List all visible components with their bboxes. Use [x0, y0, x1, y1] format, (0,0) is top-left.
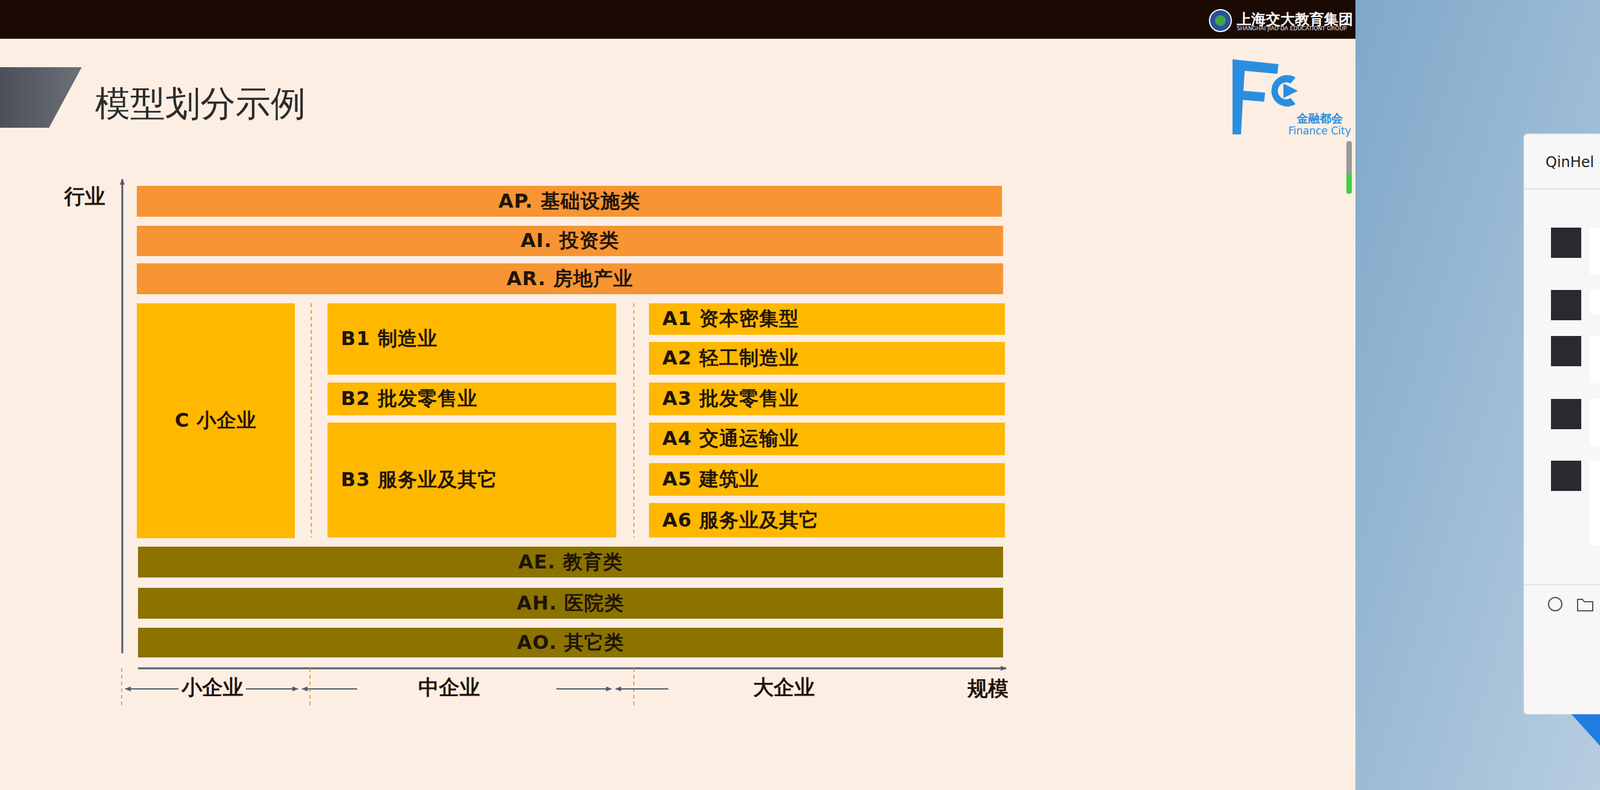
node-label: A6 服务业及其它 [662, 507, 820, 534]
segment-box: B1 制造业 [327, 303, 617, 375]
node-label: B1 制造业 [340, 325, 438, 353]
segment-box: A3 批发零售业 [648, 382, 1005, 416]
segment-box: A2 轻工制造业 [648, 342, 1005, 375]
folder-icon [1577, 599, 1593, 611]
logo-emblem [1209, 9, 1232, 32]
chat-divider [1523, 584, 1600, 586]
chat-panel [1523, 133, 1600, 715]
axis-label: 规模 [964, 677, 1011, 700]
industry-band: AE. 教育类 [138, 546, 1004, 578]
node-label: AR. 房地产业 [506, 265, 634, 293]
logo-emblem-core [1214, 15, 1226, 27]
node-label: A4 交通运输业 [662, 425, 800, 453]
segment-box: B2 批发零售业 [327, 382, 617, 416]
title-tab [0, 67, 82, 128]
scrollbar-mark [1346, 173, 1352, 194]
node-label: AE. 教育类 [518, 549, 623, 576]
node-label: AP. 基础设施类 [498, 188, 641, 215]
node-label: A1 资本密集型 [662, 305, 800, 333]
axes [122, 179, 1007, 669]
node-label: B3 服务业及其它 [340, 466, 498, 494]
segment-box: A1 资本密集型 [648, 303, 1005, 335]
chat-avatars [1550, 227, 1582, 491]
industry-band: AP. 基础设施类 [136, 185, 1002, 217]
chat-title: QinHel [1545, 154, 1594, 171]
chat-bubbles [1589, 227, 1600, 546]
slide-title: 模型划分示例 [95, 84, 306, 124]
fc-logo [1232, 59, 1298, 135]
segment-box: A4 交通运输业 [648, 422, 1005, 456]
emoji-icon [1548, 597, 1562, 611]
node-label: A5 建筑业 [662, 466, 760, 493]
segment-box: B3 服务业及其它 [327, 422, 617, 538]
top-bar [0, 0, 1356, 39]
logo-text: 金融都会 [1296, 111, 1343, 125]
axis-label: 行业 [61, 185, 108, 208]
node-label: B2 批发零售业 [340, 385, 478, 413]
node-label: A2 轻工制造业 [662, 345, 800, 372]
segment-box: A6 服务业及其它 [648, 503, 1005, 538]
industry-band: AR. 房地产业 [136, 263, 1004, 295]
corner-mark [1571, 714, 1600, 746]
node-label: A3 批发零售业 [662, 385, 800, 413]
node-label: AO. 其它类 [516, 629, 625, 657]
scale-label: 大企业 [750, 676, 818, 699]
segment-box: A5 建筑业 [648, 463, 1005, 496]
node-label: AI. 投资类 [520, 227, 620, 255]
node-label: C 小企业 [174, 407, 258, 435]
logo-text: Finance City [1288, 125, 1352, 137]
segment-box: C 小企业 [136, 303, 295, 539]
scale-label: 小企业 [179, 676, 246, 699]
scale-label: 中企业 [415, 676, 483, 699]
node-label: AH. 医院类 [516, 590, 625, 617]
brand-subtitle: SHANGHAI JIAO DA EDUCATIONT GROUP [1236, 26, 1347, 33]
chat-divider [1523, 188, 1600, 190]
industry-band: AI. 投资类 [136, 225, 1004, 257]
brand-name: 上海交大教育集团 [1236, 11, 1354, 28]
scrollbar [1346, 141, 1352, 194]
industry-band: AO. 其它类 [138, 627, 1004, 658]
industry-band: AH. 医院类 [138, 587, 1004, 619]
